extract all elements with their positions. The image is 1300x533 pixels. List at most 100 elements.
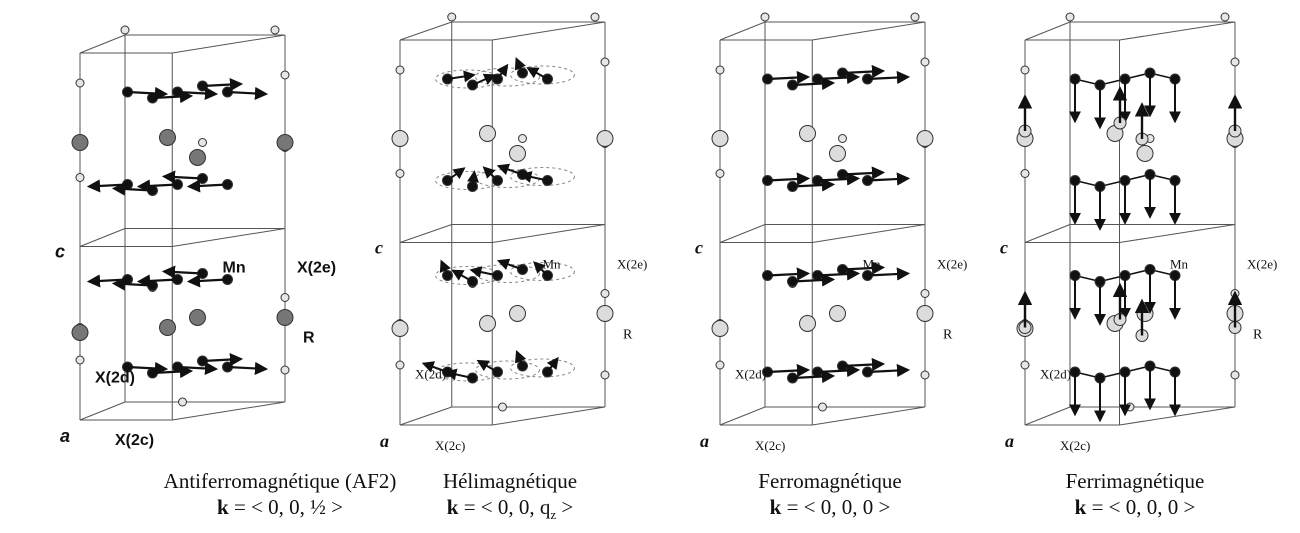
x-atom <box>120 25 130 35</box>
x-atom <box>518 134 527 143</box>
axis-label-c: c <box>695 238 703 258</box>
frame-edge <box>492 21 606 41</box>
site-label-x2d: X(2d) <box>415 367 446 382</box>
x-atom <box>75 173 85 182</box>
r-atom <box>509 145 526 162</box>
frame-edge <box>492 224 606 243</box>
x-atom <box>715 169 725 178</box>
site-label-x2c: X(2c) <box>1060 438 1090 453</box>
x-atom <box>590 12 600 22</box>
site-label-mn: Mn <box>863 257 882 272</box>
x-atom <box>395 360 405 370</box>
spin-arrow <box>792 273 836 287</box>
frame-edge <box>1024 224 1071 243</box>
spin-arrow <box>792 178 836 192</box>
site-label-mn: Mn <box>223 260 246 277</box>
frame-edge <box>1024 406 1071 426</box>
site-label-r: R <box>1253 328 1263 343</box>
frame-edge <box>492 406 606 426</box>
x-atom <box>600 289 610 298</box>
frame-edge <box>1119 224 1236 243</box>
x-atom <box>910 12 920 22</box>
site-label-x2c: X(2c) <box>435 438 465 453</box>
site-label-x2e: X(2e) <box>617 257 647 272</box>
spin-arrow <box>127 361 169 376</box>
x-atom <box>280 293 290 302</box>
r-atom <box>71 134 89 151</box>
r-atom <box>479 125 496 142</box>
spin-arrow <box>451 269 473 283</box>
spin-arrow <box>842 64 886 79</box>
x-atom <box>920 370 930 380</box>
spin-arrow <box>792 76 836 91</box>
spin-arrow <box>469 266 498 278</box>
r-atom <box>829 305 846 322</box>
frame-edge <box>399 406 452 426</box>
site-label-mn: Mn <box>1170 257 1189 272</box>
x-atom <box>75 78 85 88</box>
frame-edge <box>812 21 926 41</box>
helix-dashed-orbit <box>475 360 540 380</box>
spin-arrow <box>867 172 911 186</box>
x-atom <box>270 25 280 35</box>
site-label-r: R <box>623 328 633 343</box>
r-atom <box>916 130 934 147</box>
spin-arrow <box>86 274 128 288</box>
spin-arrow <box>817 267 861 281</box>
x-atom <box>1220 12 1230 22</box>
r-atom <box>189 309 206 326</box>
r-atom <box>189 149 206 166</box>
spin-arrow <box>767 267 811 281</box>
x-atom <box>600 370 610 380</box>
spin-arrow <box>161 265 203 279</box>
x-atom <box>280 70 290 80</box>
frame-edge <box>1119 406 1236 426</box>
x-atom <box>1125 402 1135 412</box>
site-label-x2c: X(2c) <box>115 432 154 449</box>
frame-edge <box>719 224 766 243</box>
spin-arrow <box>867 267 911 281</box>
r-atom <box>711 130 729 147</box>
r-atom <box>711 320 729 337</box>
frame-edge <box>79 228 126 247</box>
x-atom <box>447 12 457 22</box>
caption-k-vector: k = < 0, 0, 0 > <box>1074 495 1196 519</box>
site-label-x2e: X(2e) <box>1247 257 1277 272</box>
helix-dashed-orbit <box>510 167 575 186</box>
caption-k-vector: k = < 0, 0, ½ > <box>217 495 343 519</box>
spin-arrow <box>86 179 128 193</box>
spin-arrow <box>842 357 886 372</box>
spin-arrow <box>514 349 527 367</box>
x-atom <box>1230 57 1240 67</box>
x-atom <box>920 57 930 67</box>
frame-edge <box>719 406 766 426</box>
caption-title: Antiferromagnétique (AF2) <box>163 469 397 493</box>
r-atom <box>276 134 294 151</box>
x-atom <box>498 402 507 412</box>
frame-edge <box>172 401 286 421</box>
spin-arrow <box>227 361 269 376</box>
caption-title: Ferrimagnétique <box>1065 469 1205 493</box>
spin-arrow <box>476 359 498 373</box>
r-atom <box>509 305 526 322</box>
frame-edge <box>172 228 286 247</box>
spin-arrow <box>842 261 886 275</box>
caption-title: Hélimagnétique <box>442 469 578 493</box>
site-label-x2e: X(2e) <box>937 257 967 272</box>
frame-edge <box>399 21 452 41</box>
site-label-x2d: X(2d) <box>1040 367 1071 382</box>
frame-edge <box>1119 21 1236 41</box>
caption-ferromagnetic: Ferromagnétique k = < 0, 0, 0 > <box>700 468 960 520</box>
spin-arrow <box>161 170 203 184</box>
axis-label-a: a <box>60 426 70 446</box>
x-atom <box>600 57 610 67</box>
spin-arrow <box>472 73 497 86</box>
spin-arrow <box>467 170 480 187</box>
spin-arrow <box>867 70 911 85</box>
x-atom <box>818 402 827 412</box>
r-atom <box>159 319 176 336</box>
x-atom <box>75 355 85 365</box>
axis-label-a: a <box>380 431 389 451</box>
